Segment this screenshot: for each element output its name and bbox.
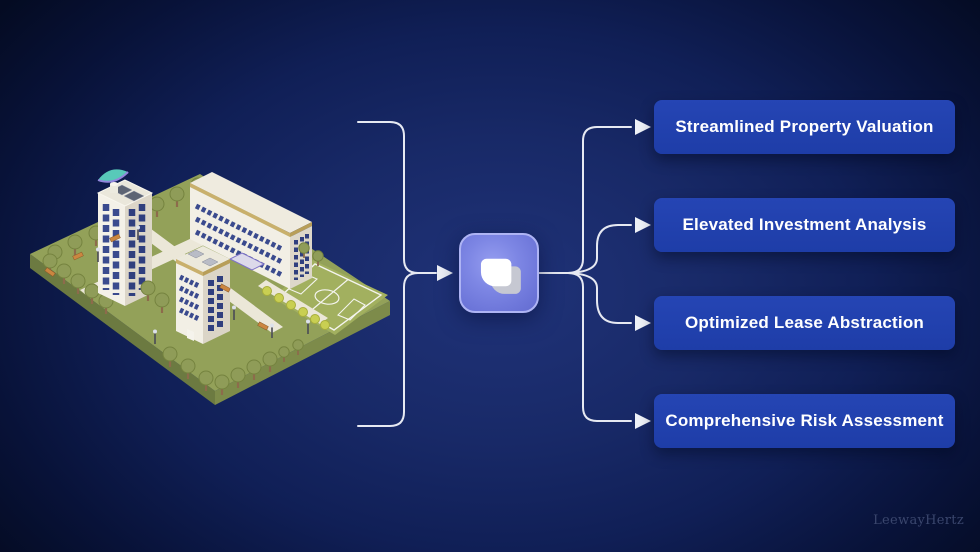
entrance-canopy [228,252,266,271]
residential-tower-left [96,169,154,306]
benefit-box-risk-assessment: Comprehensive Risk Assessment [654,394,955,448]
benefit-label: Streamlined Property Valuation [675,117,934,136]
rooftop-unit [187,249,205,259]
bench [219,283,231,293]
residential-tower-center [176,246,230,344]
copy-documents-icon [459,233,539,313]
bench [44,267,56,277]
arrowhead-4 [635,413,651,429]
office-building [190,172,312,289]
benefit-box-property-valuation: Streamlined Property Valuation [654,100,955,154]
arrowhead-2 [635,217,651,233]
arrowhead-3 [635,315,651,331]
branch-2 [567,224,632,274]
brand-watermark: LeewayHertz [873,513,964,528]
branch-4 [567,272,632,422]
benefit-label: Optimized Lease Abstraction [684,313,925,332]
door [187,329,194,341]
street-furniture [44,224,311,345]
rooftop-unit [201,257,219,267]
benefit-box-lease-abstraction: Optimized Lease Abstraction [654,296,955,350]
benefit-label: Elevated Investment Analysis [682,215,927,234]
bench [257,321,269,331]
arrowhead-icon [437,265,453,281]
benefit-label: Comprehensive Risk Assessment [665,411,944,430]
bench [72,251,84,261]
benefit-box-investment-analysis: Elevated Investment Analysis [654,198,955,252]
satellite-dish-icon [97,169,129,193]
solar-panel [123,190,145,202]
copy-documents-glyph [480,258,521,294]
bush-row [262,286,330,330]
branch-1 [567,126,632,274]
bench [109,233,121,243]
arrowhead-1 [635,119,651,135]
property-campus-illustration [30,169,390,405]
branch-3 [567,272,632,324]
